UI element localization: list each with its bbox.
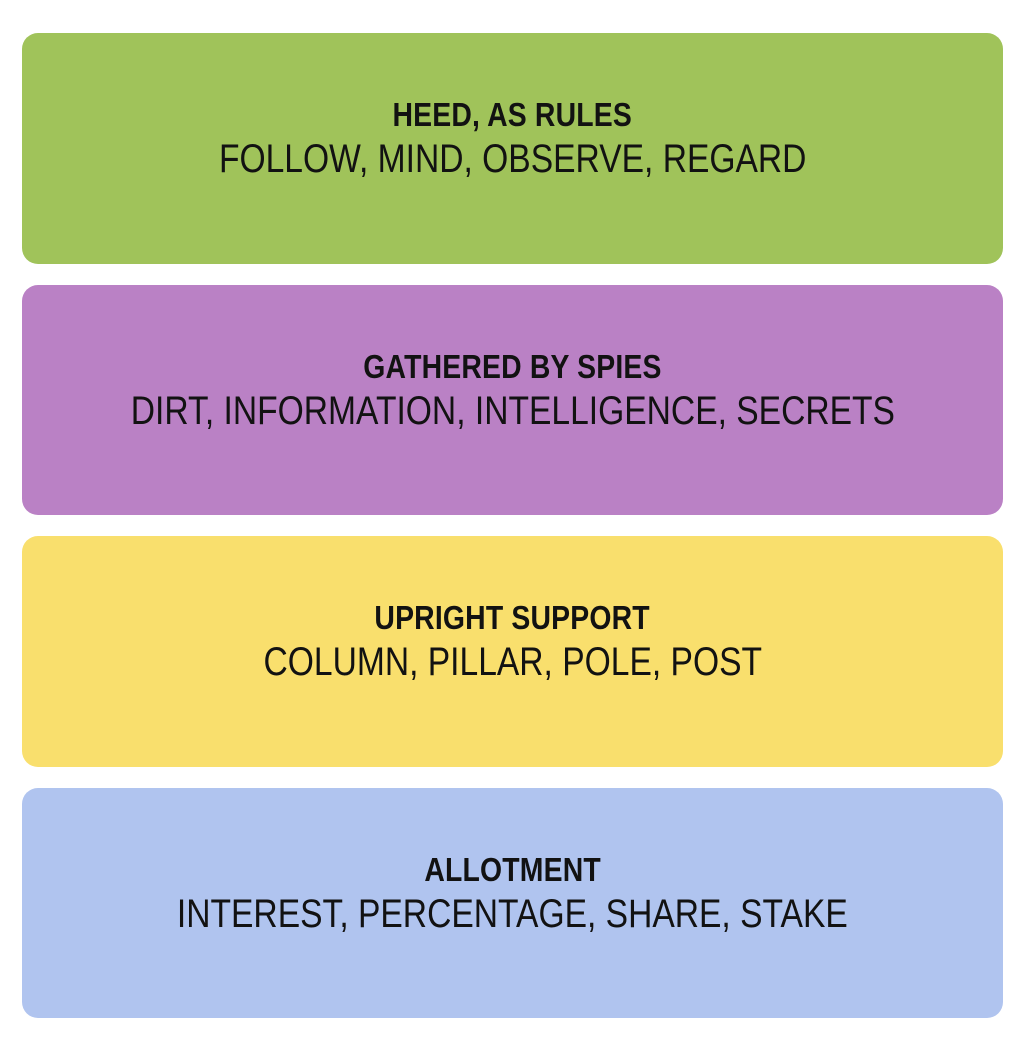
category-title: HEED, AS RULES <box>392 96 633 133</box>
category-band-purple: GATHERED BY SPIES DIRT, INFORMATION, INT… <box>22 284 1003 515</box>
category-title: ALLOTMENT <box>424 850 601 888</box>
category-title: GATHERED BY SPIES <box>363 347 662 385</box>
category-members: FOLLOW, MIND, OBSERVE, REGARD <box>218 137 807 181</box>
category-members: COLUMN, PILLAR, POLE, POST <box>263 640 762 684</box>
category-band-yellow: UPRIGHT SUPPORT COLUMN, PILLAR, POLE, PO… <box>22 536 1003 767</box>
category-members: DIRT, INFORMATION, INTELLIGENCE, SECRETS <box>130 388 895 433</box>
category-band-green: HEED, AS RULES FOLLOW, MIND, OBSERVE, RE… <box>22 33 1003 264</box>
category-title: UPRIGHT SUPPORT <box>374 599 651 636</box>
category-band-blue: ALLOTMENT INTEREST, PERCENTAGE, SHARE, S… <box>22 787 1003 1018</box>
category-members: INTEREST, PERCENTAGE, SHARE, STAKE <box>177 891 848 936</box>
